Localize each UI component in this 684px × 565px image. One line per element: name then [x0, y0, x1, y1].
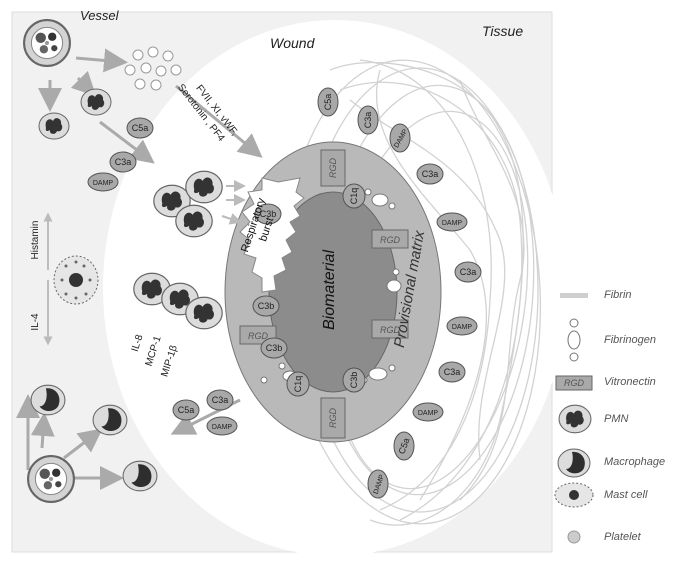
c3a-label: C3a	[363, 112, 373, 129]
pmn-cell	[185, 170, 223, 204]
c3a-label: C3a	[460, 267, 477, 277]
pmn-cell	[175, 204, 213, 238]
biomaterial-implant	[268, 191, 398, 393]
c3a-label: C3a	[212, 395, 229, 405]
vitronectin-box	[371, 319, 409, 339]
fibrin-icon	[560, 293, 588, 298]
protein-ovals	[87, 87, 482, 499]
rgd-label: RGD	[248, 331, 269, 341]
rgd-vitronectin-group	[239, 149, 409, 439]
rgd-label: RGD	[328, 408, 338, 429]
c3b-label: C3b	[349, 372, 359, 389]
vitronectin-box	[371, 229, 409, 249]
c3b-label: C3b	[266, 343, 283, 353]
mast-cell-icon	[554, 482, 594, 508]
damp-label: DAMP	[212, 424, 233, 431]
migration-arrows	[15, 48, 263, 490]
macrophage-cell	[122, 460, 158, 492]
vitronectin-icon	[555, 375, 593, 391]
legend-label-pmn: PMN	[604, 413, 629, 425]
vitronectin-box	[320, 397, 346, 439]
mast-cell	[53, 255, 99, 305]
pmn-cell	[80, 88, 112, 116]
legend-label-platelet: Platelet	[604, 531, 641, 543]
c1q-label: C1q	[349, 188, 359, 205]
tissue-label: Tissue	[482, 23, 523, 39]
wound-label: Wound	[270, 35, 316, 51]
c5a-label: C5a	[132, 123, 149, 133]
burst-arrows	[221, 180, 246, 225]
rgd-legend-label: RGD	[564, 378, 585, 388]
biomaterial-label: Biomaterial	[321, 250, 338, 330]
c5a-label: C5a	[323, 94, 333, 111]
histamin-label: Histamin	[30, 221, 41, 260]
il8-label: IL-8	[130, 333, 146, 353]
legend-label-macrophage: Macrophage	[604, 456, 666, 468]
vessel-label: Vessel	[80, 8, 120, 23]
il4-label: IL-4	[30, 313, 41, 331]
rgd-label: RGD	[380, 325, 401, 335]
damp-label: DAMP	[418, 410, 439, 417]
legend-label-vitronectin: Vitronectin	[604, 376, 656, 388]
c1q-label: C1q	[293, 376, 303, 393]
legend-label-fibrin: Fibrin	[604, 289, 632, 301]
legend-label-fibrinogen: Fibrinogen	[604, 334, 656, 346]
c5a-label: C5a	[178, 405, 195, 415]
vessel-top	[23, 19, 71, 67]
rgd-label: RGD	[380, 235, 401, 245]
macrophage-cell	[30, 384, 66, 416]
pmn-icon	[558, 404, 592, 434]
platelet-icon	[567, 530, 581, 544]
c3b-label: C3b	[258, 301, 275, 311]
legend-icons: RGD	[554, 293, 594, 544]
c3a-label: C3a	[422, 169, 439, 179]
macrophage-icon	[557, 448, 591, 478]
legend-label-mast-cell: Mast cell	[604, 489, 648, 501]
macrophage-cell	[92, 404, 128, 436]
c3b-label: C3b	[260, 209, 277, 219]
vessel-bottom	[27, 455, 75, 503]
c3a-label: C3a	[115, 157, 132, 167]
c3a-label: C3a	[444, 367, 461, 377]
damp-label: DAMP	[452, 324, 473, 331]
respiratory-burst-shape	[239, 177, 305, 293]
rgd-label: RGD	[328, 158, 338, 179]
damp-label: DAMP	[442, 220, 463, 227]
fibrinogen-icon	[567, 318, 581, 362]
pmn-cell	[38, 112, 70, 140]
vitronectin-box	[320, 149, 346, 187]
damp-label: DAMP	[93, 180, 114, 187]
pmn-cell	[185, 296, 223, 330]
